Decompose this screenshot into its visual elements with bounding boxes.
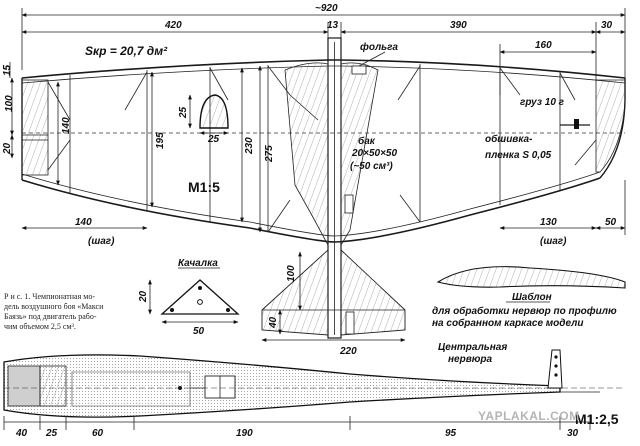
pitch-dimensions: 140 (шаг) 130 50 (шаг) xyxy=(21,180,626,247)
dim-template-height: 25 xyxy=(178,106,189,119)
rib-profile-template: Шаблон для обработки нервюр по профилю н… xyxy=(432,266,626,329)
scale-main: M1:5 xyxy=(188,179,220,195)
covering-line1: обшивка- xyxy=(485,133,533,145)
dim-left-span: 420 xyxy=(164,20,182,31)
center-section xyxy=(284,37,386,339)
dim-bottom-40: 40 xyxy=(15,428,28,439)
bellcrank: Качалка 20 50 xyxy=(138,258,240,337)
weight-label: груз 10 г xyxy=(520,97,565,108)
rib-template-inset: 25 25 xyxy=(178,94,229,145)
dim-20-left: 20 xyxy=(2,142,13,155)
dimension-overall: ~920 xyxy=(21,3,626,80)
caption-line3: Баязь» под двигатель рабо- xyxy=(4,312,97,321)
dim-bottom-95: 95 xyxy=(445,428,457,439)
central-rib-line2: нервюра xyxy=(448,354,493,365)
foil-label: фольга xyxy=(360,41,398,53)
central-rib: Центральная нервюра xyxy=(3,342,625,418)
tank-line3: (~50 см³) xyxy=(350,161,393,172)
dim-50-tip: 50 xyxy=(605,217,617,228)
watermark: YAPLAKAL.COM xyxy=(478,409,580,423)
dim-pitch-left: 140 xyxy=(75,217,92,228)
central-rib-line1: Центральная xyxy=(438,342,507,353)
template-desc-line2: на собранном каркасе модели xyxy=(432,317,584,329)
area-label: Sкр = 20,7 дм² xyxy=(85,44,168,58)
dim-15: 15 xyxy=(2,64,13,76)
template-desc-line1: для обработки нервюр по профилю xyxy=(432,305,617,317)
dim-bottom-60: 60 xyxy=(92,428,104,439)
dim-140-chord: 140 xyxy=(61,117,72,134)
dim-overall-span: ~920 xyxy=(315,3,338,14)
dim-bottom-190: 190 xyxy=(236,428,253,439)
rib-dimensions: 140 195 230 275 xyxy=(56,65,275,233)
dim-195: 195 xyxy=(155,132,166,149)
dim-template-width: 25 xyxy=(207,134,220,145)
dim-bellcrank-50: 50 xyxy=(193,326,205,337)
dim-230: 230 xyxy=(244,137,255,155)
tail-boom: 100 40 220 xyxy=(261,248,406,357)
bellcrank-label: Качалка xyxy=(178,258,218,269)
caption-line1: Р и с. 1. Чемпионатная мо- xyxy=(4,292,95,301)
scale-rib: M1:2,5 xyxy=(575,411,619,427)
pitch-left-note: (шаг) xyxy=(88,236,115,247)
dim-275: 275 xyxy=(264,145,275,163)
covering-line2: пленка S 0,05 xyxy=(485,150,552,161)
dim-right-span: 390 xyxy=(450,20,467,31)
pitch-right-note: (шаг) xyxy=(540,236,567,247)
dim-40-fuselage: 40 xyxy=(268,316,279,329)
dim-bottom-30: 30 xyxy=(567,428,579,439)
dim-tip: 30 xyxy=(601,20,613,31)
dim-100-left: 100 xyxy=(4,95,15,112)
dimension-row-2: 420 13 390 30 xyxy=(21,20,626,80)
weight-marker xyxy=(560,119,590,129)
dim-160: 160 xyxy=(535,40,552,51)
tank-line2: 20×50×50 xyxy=(351,148,397,159)
bottom-dimensions: 40 25 60 190 95 30 xyxy=(3,416,591,439)
dim-220: 220 xyxy=(339,346,357,357)
dim-bellcrank-20: 20 xyxy=(138,290,149,303)
figure-caption: Р и с. 1. Чемпионатная мо- дель воздушно… xyxy=(4,292,104,331)
template-label: Шаблон xyxy=(512,291,552,303)
left-tip-dimensions: 15 100 20 xyxy=(2,62,15,159)
caption-line4: чим объемом 2,5 см³. xyxy=(4,322,76,331)
dim-100-fuselage: 100 xyxy=(286,265,297,282)
tank-line1: бак xyxy=(358,135,376,147)
caption-line2: дель воздушного боя «Макси xyxy=(4,302,104,311)
dim-bottom-25: 25 xyxy=(45,428,58,439)
dim-pitch-right: 130 xyxy=(540,217,557,228)
dim-center: 13 xyxy=(327,20,339,31)
